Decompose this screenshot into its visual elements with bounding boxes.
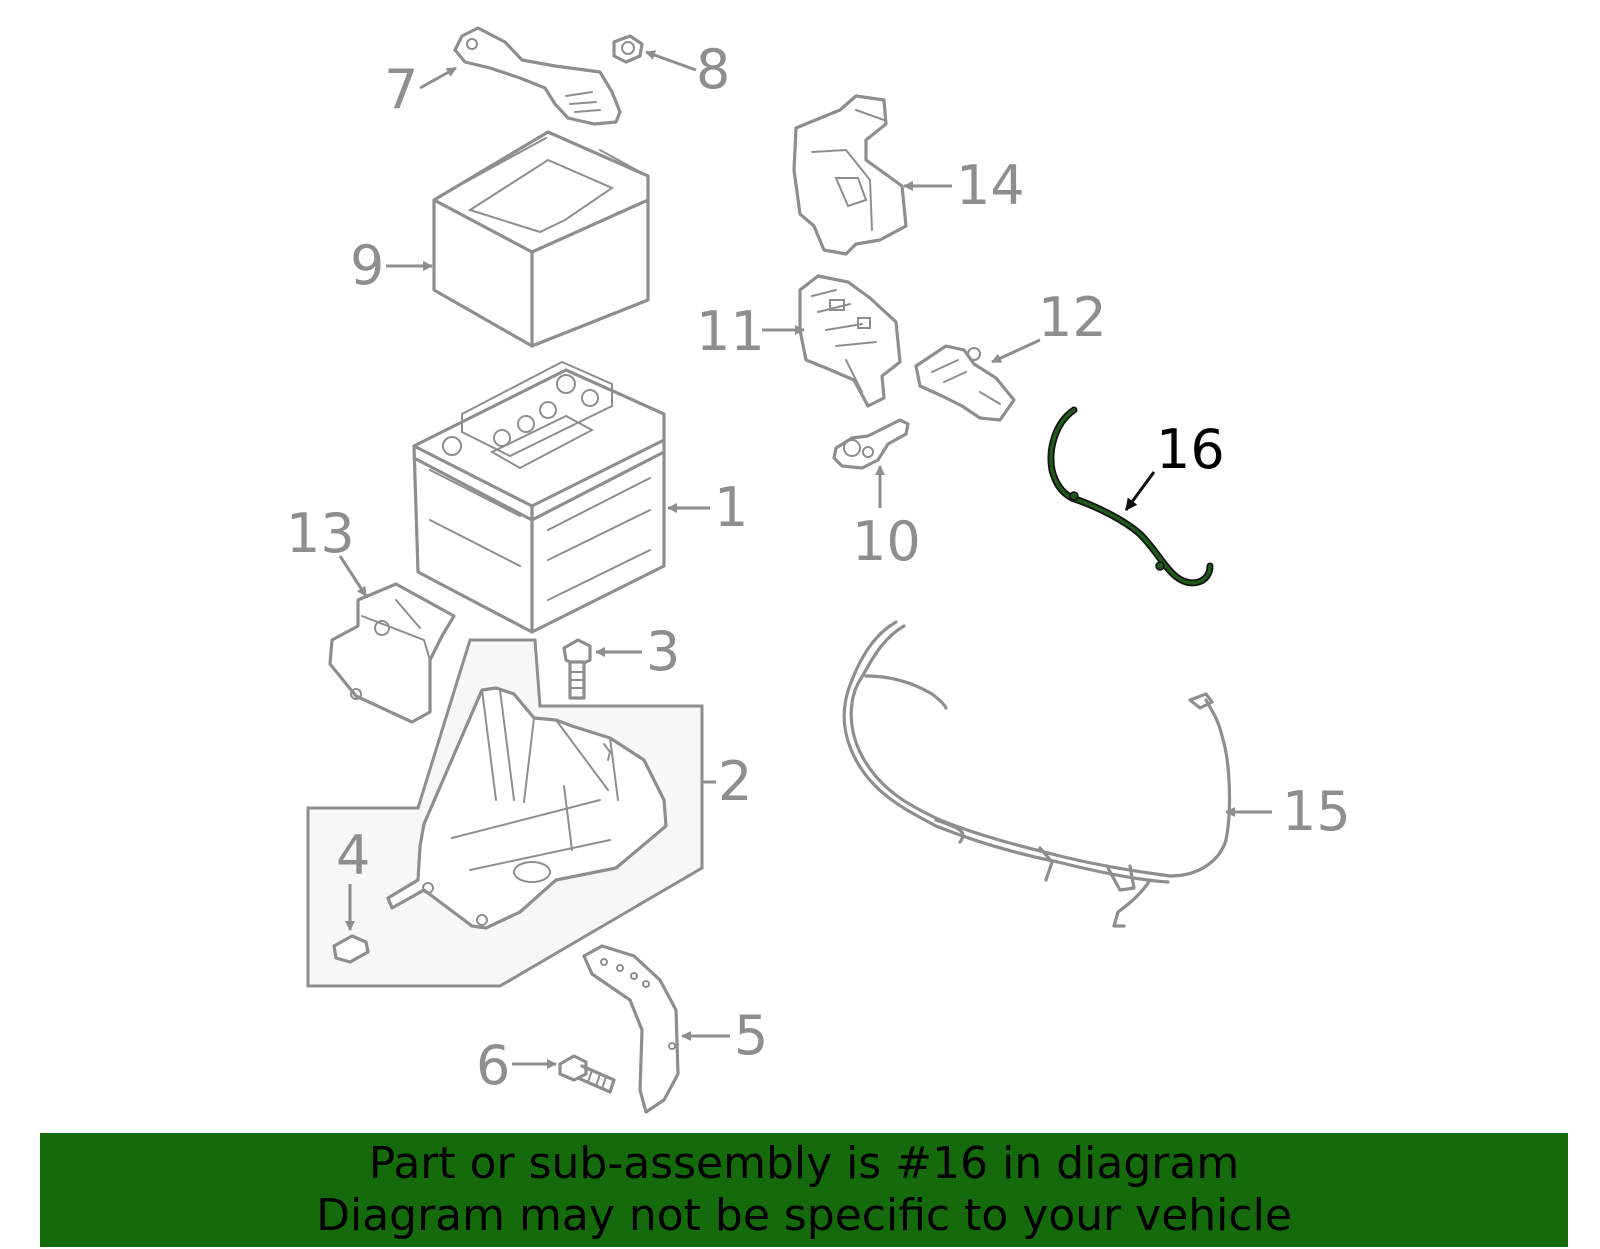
callout-4: 4 (336, 824, 370, 887)
bolt-part (562, 638, 592, 700)
battery-cover-part (432, 130, 650, 348)
callout-2: 2 (718, 750, 752, 813)
callout-9: 9 (350, 234, 384, 297)
callout-1: 1 (714, 476, 748, 539)
callout-12: 12 (1038, 286, 1107, 349)
callout-7: 7 (384, 58, 418, 121)
callout-10: 10 (852, 510, 921, 573)
hold-down-bracket-part (453, 26, 622, 126)
flange-bolt-part (558, 1054, 616, 1094)
part-info-banner: Part or sub-assembly is #16 in diagram D… (40, 1133, 1568, 1247)
callout-11: 11 (696, 300, 765, 363)
battery-cable-harness-part (842, 620, 1232, 928)
callout-5: 5 (734, 1004, 768, 1067)
fuse-box-part (798, 274, 902, 408)
leader-lines (338, 50, 1272, 1069)
callout-14: 14 (956, 154, 1025, 217)
battery-terminal-part (832, 418, 910, 470)
support-bracket-part (328, 582, 456, 724)
mounting-bracket-part (582, 944, 680, 1114)
terminal-cover-part (792, 94, 908, 256)
callout-15: 15 (1282, 780, 1351, 843)
banner-line-part-number: Part or sub-assembly is #16 in diagram (368, 1138, 1240, 1189)
callout-labels: 1 2 3 4 5 6 7 8 9 10 11 12 13 14 15 16 (286, 38, 1351, 1097)
callout-6: 6 (476, 1034, 510, 1097)
banner-line-disclaimer: Diagram may not be specific to your vehi… (316, 1190, 1292, 1241)
battery-tray-part (386, 686, 668, 930)
callout-3: 3 (646, 620, 680, 683)
terminal-clamp-part (914, 344, 1016, 422)
callout-13: 13 (286, 502, 355, 565)
battery-part (412, 360, 666, 634)
clip-part (332, 934, 370, 964)
callout-8: 8 (696, 38, 730, 101)
nut-part (612, 34, 644, 64)
highlighted-cable-part (1047, 406, 1214, 587)
callout-16: 16 (1156, 418, 1225, 481)
